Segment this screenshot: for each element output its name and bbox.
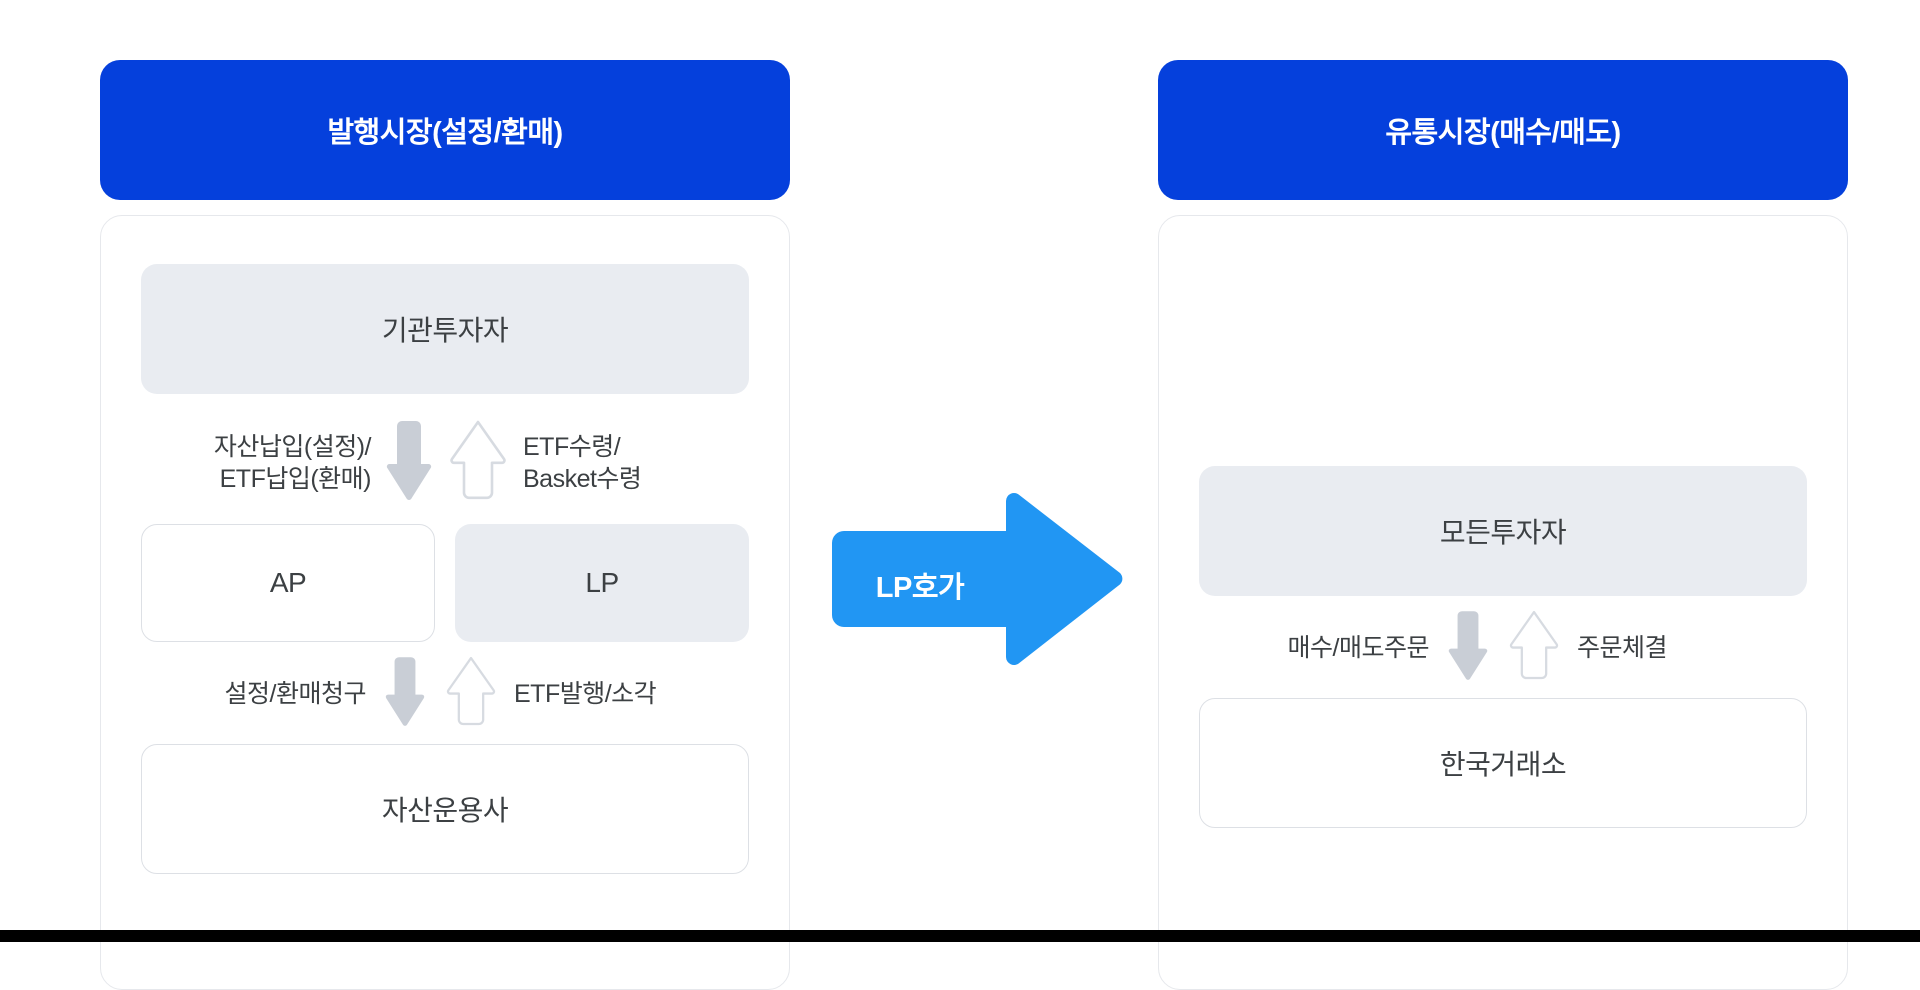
lower-arrow-row: 설정/환매청구 ETF발행/소각 (141, 646, 749, 742)
lp-quote-arrow: LP호가 (820, 485, 1130, 675)
lower-arrow-left-label: 설정/환매청구 (224, 680, 367, 708)
upper-arrow-right-label: ETF수령/ Basket수령 (523, 433, 642, 493)
korea-exchange-label: 한국거래소 (1439, 749, 1567, 780)
all-investors-box: 모든투자자 (1199, 466, 1807, 596)
ap-label: AP (269, 567, 307, 598)
lp-quote-arrow-label: LP호가 (875, 572, 965, 604)
right-arrow-right-label: 주문체결 (1577, 634, 1668, 662)
right-panel-header: 유통시장(매수/매도) (1158, 60, 1848, 200)
upper-arrow-left-label: 자산납입(설정)/ ETF납입(환매) (213, 433, 372, 493)
institutional-investor-label: 기관투자자 (381, 315, 509, 346)
right-panel: 유통시장(매수/매도) 모든투자자 매수/매도주문 (1158, 60, 1848, 990)
lp-quote-arrow-label-wrap: LP호가 (834, 543, 1006, 627)
left-panel: 발행시장(설정/환매) 기관투자자 자산납입(설정)/ ETF납입(환매) (100, 60, 790, 990)
right-arrow-row: 매수/매도주문 주문체결 (1199, 600, 1807, 696)
institutional-investor-box: 기관투자자 (141, 264, 749, 394)
arrow-down-solid-icon (1445, 606, 1491, 691)
left-panel-header: 발행시장(설정/환매) (100, 60, 790, 200)
lower-arrow-right-label: ETF발행/소각 (514, 680, 657, 708)
left-panel-title: 발행시장(설정/환매) (327, 117, 563, 149)
diagram-canvas: 발행시장(설정/환매) 기관투자자 자산납입(설정)/ ETF납입(환매) (0, 60, 1920, 990)
right-panel-title: 유통시장(매수/매도) (1385, 117, 1621, 149)
arrow-down-solid-icon (382, 652, 428, 737)
asset-management-company-box: 자산운용사 (141, 744, 749, 874)
right-arrow-left-label: 매수/매도주문 (1287, 634, 1430, 662)
arrow-down-solid-icon (385, 415, 433, 512)
arrow-up-outline-icon (1507, 606, 1561, 691)
ap-box: AP (141, 524, 435, 642)
lp-label: LP (585, 567, 619, 598)
korea-exchange-box: 한국거래소 (1199, 698, 1807, 828)
upper-arrow-row: 자산납입(설정)/ ETF납입(환매) ETF수령/ Basket수령 (141, 404, 749, 522)
bottom-black-strip (0, 930, 1920, 942)
arrow-up-outline-icon (444, 652, 498, 737)
right-panel-body: 모든투자자 매수/매도주문 주문체결 한국거래 (1158, 215, 1848, 990)
asset-management-company-label: 자산운용사 (381, 795, 509, 826)
all-investors-label: 모든투자자 (1439, 517, 1567, 548)
left-panel-body: 기관투자자 자산납입(설정)/ ETF납입(환매) ETF수령/ Basket수… (100, 215, 790, 990)
lp-box: LP (455, 524, 749, 642)
arrow-up-outline-icon (449, 415, 507, 512)
